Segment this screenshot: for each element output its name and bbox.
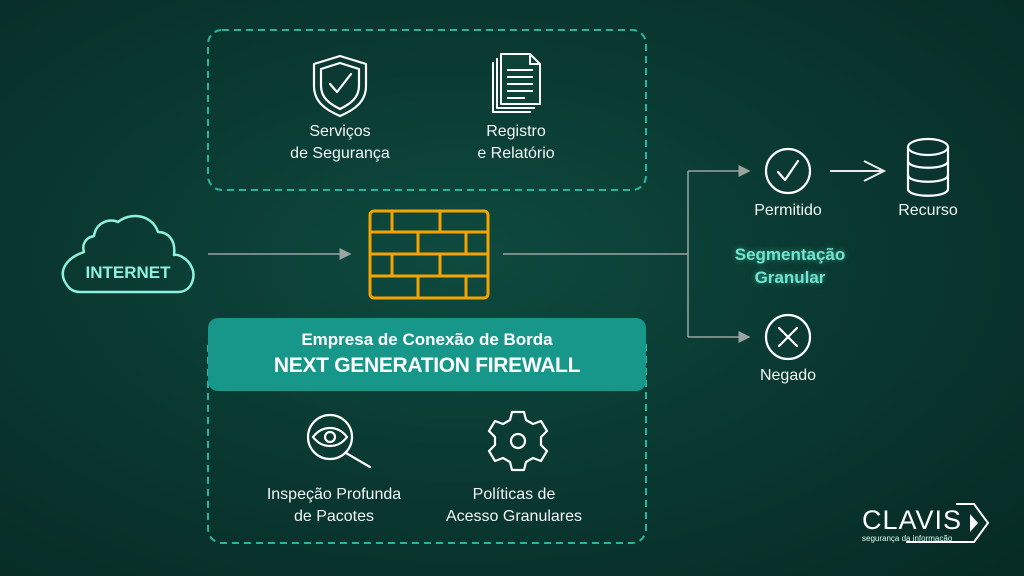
x-circle-icon bbox=[764, 313, 812, 361]
top-dashed-box bbox=[207, 29, 647, 191]
banner-title: NEXT GENERATION FIREWALL bbox=[273, 354, 581, 377]
top-item-2-label: Registro e Relatório bbox=[466, 121, 566, 165]
label-line: Serviços bbox=[309, 123, 371, 140]
gear-icon bbox=[487, 410, 549, 472]
resource-label: Recurso bbox=[898, 202, 958, 219]
bottom-item-1-label: Inspeção Profunda de Pacotes bbox=[248, 484, 420, 528]
top-item-1-label: Serviços de Segurança bbox=[290, 121, 390, 165]
database-icon bbox=[906, 137, 950, 197]
label-line: de Pacotes bbox=[293, 508, 375, 525]
label-line: Acesso Granulares bbox=[445, 508, 583, 525]
clavis-logo: CLAVIS segurança da informação bbox=[862, 506, 962, 543]
allowed-label: Permitido bbox=[754, 202, 822, 219]
arrow-allowed-to-resource bbox=[830, 160, 887, 182]
clavis-logo-mark bbox=[906, 503, 990, 543]
denied-label: Negado bbox=[759, 367, 817, 384]
brand-name: CLAVIS bbox=[862, 505, 963, 535]
brick-wall-icon bbox=[368, 209, 490, 300]
label-line: Inspeção Profunda bbox=[266, 486, 402, 503]
segmentation-line: Segmentação bbox=[734, 245, 846, 264]
check-circle-icon bbox=[764, 147, 812, 195]
firewall-banner: Empresa de Conexão de Borda NEXT GENERAT… bbox=[208, 318, 646, 391]
label-line: e Relatório bbox=[477, 145, 555, 162]
label-line: Políticas de bbox=[472, 486, 556, 503]
segmentation-label: Segmentação Granular bbox=[735, 243, 846, 289]
internet-label: INTERNET bbox=[85, 263, 171, 282]
brand-tagline: segurança da informação bbox=[862, 534, 953, 543]
clavis-logo-chevron bbox=[970, 514, 978, 532]
bottom-item-2-label: Políticas de Acesso Granulares bbox=[428, 484, 600, 528]
banner-subtitle: Empresa de Conexão de Borda bbox=[301, 330, 553, 349]
label-line: Registro bbox=[486, 123, 546, 140]
segmentation-line: Granular bbox=[754, 268, 826, 287]
eye-magnifier-icon bbox=[306, 413, 372, 469]
shield-check-icon bbox=[312, 54, 368, 118]
label-line: de Segurança bbox=[290, 145, 390, 162]
document-stack-icon bbox=[492, 53, 541, 113]
cloud-icon bbox=[61, 214, 195, 294]
